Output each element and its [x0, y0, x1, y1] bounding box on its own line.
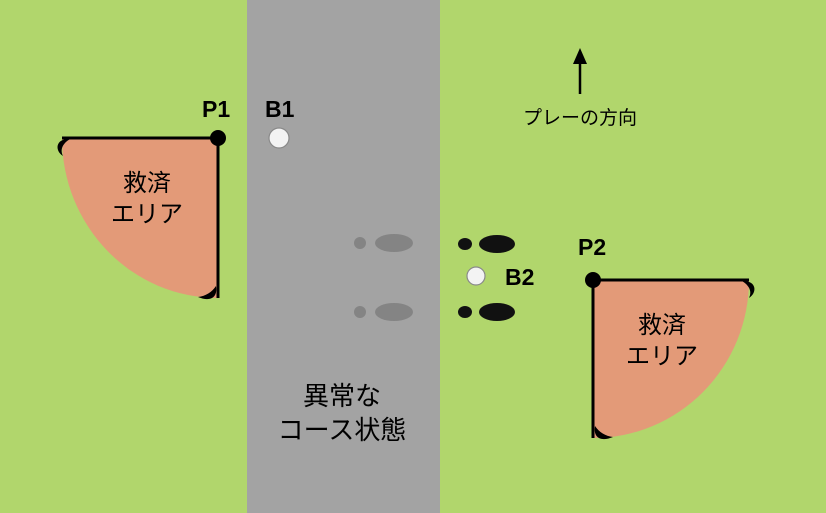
golf-ball-b2-icon [466, 266, 486, 286]
shoe-print-icon [354, 303, 413, 321]
shoe-print-icon [458, 303, 515, 321]
tee-marker-icon [57, 138, 70, 156]
relief-area-left-label-line2: エリア [111, 200, 183, 228]
reference-point-p2-label: P2 [578, 234, 606, 260]
abnormal-condition-label-line2: コース状態 [278, 416, 407, 446]
ball-b2-label: B2 [505, 264, 534, 290]
tee-marker-icon [198, 286, 217, 300]
tee-marker-icon [594, 426, 613, 440]
reference-point-p1-label: P1 [202, 96, 230, 122]
faded-footprints [354, 234, 413, 321]
relief-area-right: 救済 エリア [585, 272, 755, 440]
abnormal-condition-label-line1: 異常な [303, 382, 381, 412]
golf-ball-b1-icon [268, 127, 290, 149]
play-direction-indicator: プレーの方向 [523, 48, 637, 129]
relief-area-right-label-line1: 救済 [638, 311, 686, 339]
reference-point-p2-dot [585, 272, 601, 288]
abnormal-course-condition-area [247, 0, 440, 513]
shoe-print-icon [458, 235, 515, 253]
reference-point-p1-dot [210, 130, 226, 146]
relief-area-right-label-line2: エリア [626, 342, 698, 370]
arrow-up-icon [573, 48, 587, 64]
dark-footprints [458, 235, 515, 321]
play-direction-label: プレーの方向 [523, 107, 637, 129]
relief-area-left-fill [62, 138, 218, 298]
relief-area-left: 救済 エリア [57, 130, 226, 300]
ball-b1-label: B1 [265, 96, 295, 122]
relief-area-left-label-line1: 救済 [123, 169, 171, 197]
shoe-print-icon [354, 234, 413, 252]
relief-area-right-fill [593, 280, 749, 438]
tee-marker-icon [742, 280, 755, 298]
